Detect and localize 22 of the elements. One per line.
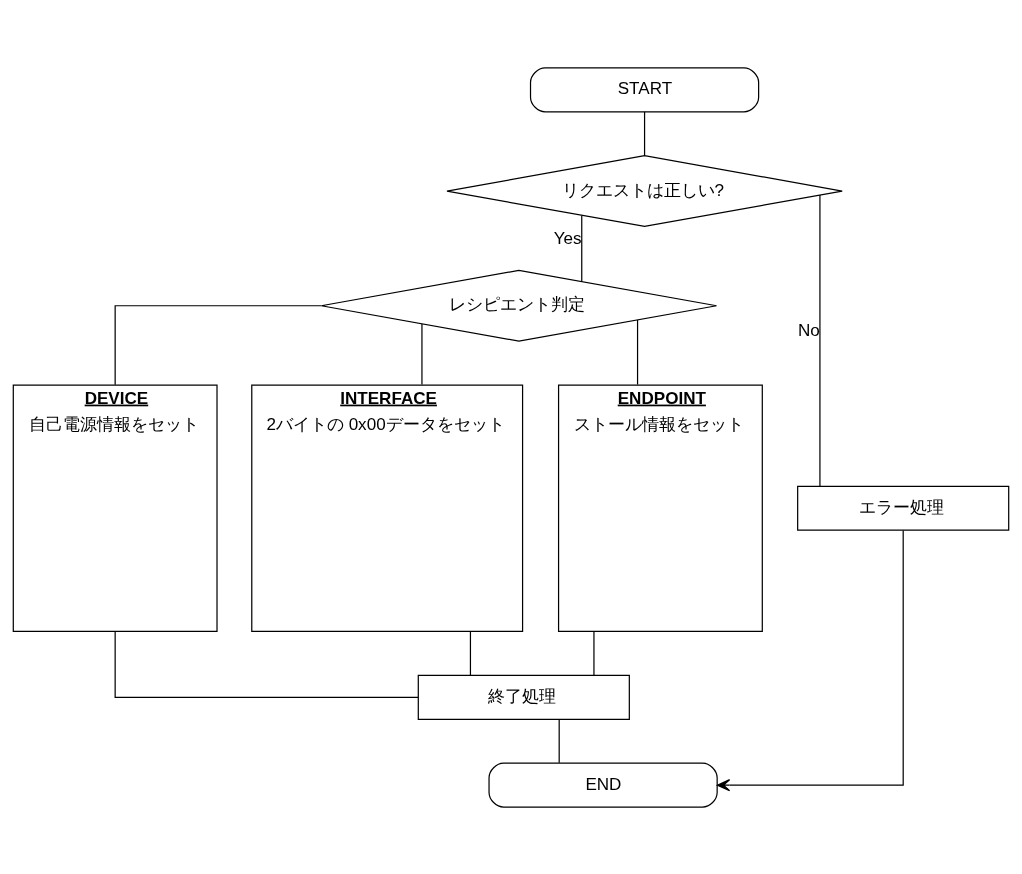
connector bbox=[593, 630, 595, 676]
node-box: ENDPOINT ストール情報をセット bbox=[557, 383, 763, 632]
connector bbox=[469, 630, 472, 676]
connector bbox=[558, 718, 560, 763]
connector bbox=[581, 214, 583, 282]
node-box: エラー処理 bbox=[797, 485, 1010, 531]
node-diamond: リクエストは正しい? bbox=[446, 154, 843, 227]
connector bbox=[421, 322, 423, 385]
node-box: START bbox=[529, 66, 760, 112]
node-box: END bbox=[488, 762, 718, 808]
edge-label: Yes bbox=[553, 228, 582, 248]
connector bbox=[819, 194, 821, 486]
arrow bbox=[716, 529, 904, 791]
edge-label: No bbox=[798, 320, 820, 340]
node-diamond: レシピエント判定 bbox=[320, 269, 718, 342]
connector bbox=[636, 318, 639, 385]
connector bbox=[643, 110, 646, 156]
node-box: 終了処理 bbox=[417, 674, 630, 720]
node-box: DEVICE 自己電源情報をセット bbox=[12, 383, 218, 632]
connector bbox=[114, 630, 419, 698]
connector bbox=[114, 304, 322, 385]
node-box: INTERFACE 2バイトの 0x00データをセット bbox=[251, 383, 524, 632]
